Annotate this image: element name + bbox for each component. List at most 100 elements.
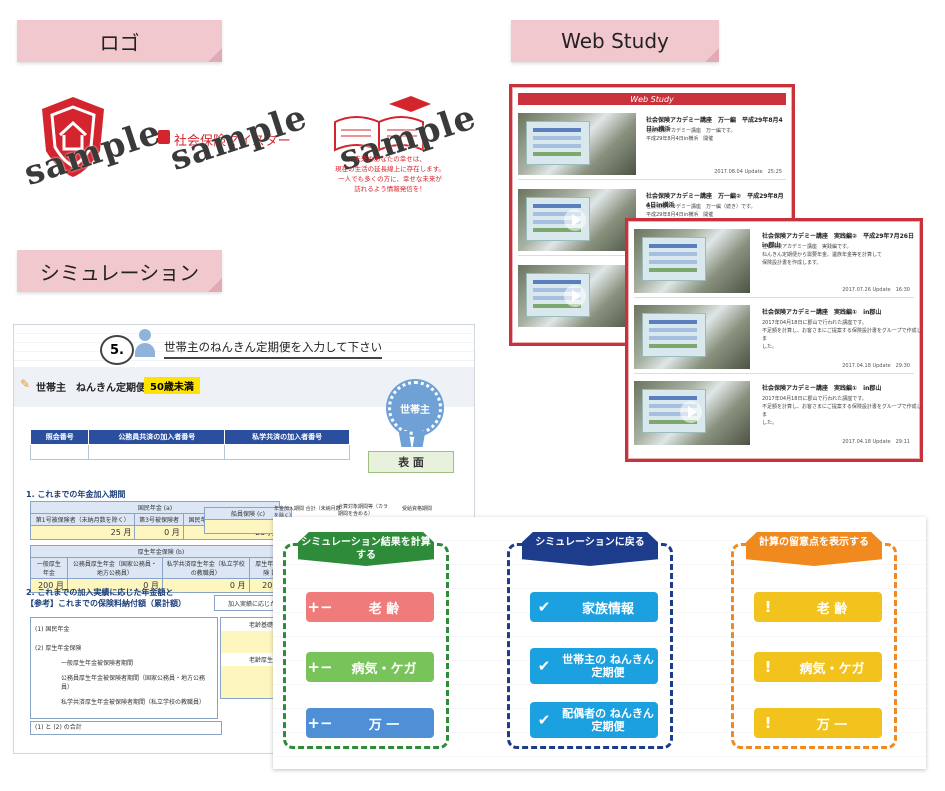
play-icon[interactable]	[564, 285, 586, 307]
video-thumbnail[interactable]	[634, 381, 750, 445]
tab-simulation-label: シミュレーション	[39, 260, 200, 285]
notes-banner: 計算の留意点を表示する	[746, 532, 882, 566]
video-title: 社会保険アカデミー講座 実践編① in郡山	[762, 309, 882, 316]
logo-book: sample 未来のあなたの幸せは、 現在の生活の延長線上に存在します。 一人で…	[325, 92, 481, 202]
family-info-button[interactable]: ✔家族情報	[530, 592, 658, 622]
kosei-input[interactable]: 200 月	[30, 578, 68, 593]
shield-icon	[42, 97, 104, 177]
result-buttons-panel: シミュレーション結果を計算する +−老 齢 +−病気・ケガ +−万 一 シミュレ…	[273, 517, 926, 769]
notes-old-age-button[interactable]: !老 齢	[754, 592, 882, 622]
age-badge: 50歳未満	[144, 377, 200, 394]
calc-banner: シミュレーション結果を計算する	[298, 532, 434, 566]
tagline-line: 未来のあなたの幸せは、	[354, 155, 426, 163]
plus-minus-icon: +−	[307, 714, 333, 732]
ribbon-badge: 世帯主	[388, 381, 442, 435]
notes-illness-button[interactable]: !病気・ケガ	[754, 652, 882, 682]
video-thumbnail[interactable]	[518, 265, 636, 327]
tab-logo-label: ロゴ	[99, 30, 140, 55]
householder-pension-button[interactable]: ✔世帯主の ねんきん定期便	[530, 648, 658, 684]
section-1-title: 1. これまでの年金加入期間	[26, 490, 126, 499]
kosei-table: 厚生年金保険 (b) 一般厚生年金 公務員厚生年金（国家公務員・地方公務員） 私…	[30, 545, 293, 593]
pencil-icon: ✎	[20, 377, 31, 391]
result-row: 私学共済厚生年金被保険者期間（私立学校の教職員）	[61, 699, 206, 706]
kosei-col: 公務員厚生年金（国家公務員・地方公務員）	[66, 557, 163, 579]
play-icon[interactable]	[564, 209, 586, 231]
tab-simulation: シミュレーション	[17, 250, 222, 292]
plus-minus-icon: +−	[307, 658, 333, 676]
video-meta: 2017.07.26 Update 16:30	[842, 287, 910, 293]
section-2-title: 2. これまでの加入実績に応じた年金額と 【参考】これまでの保険料納付額（累計額…	[26, 588, 186, 608]
video-desc: 社会保険アカデミー講座 実践編です。ねんきん定期便から需要年金、遺族年金等を計算…	[762, 244, 882, 266]
list-item[interactable]: 社会保険アカデミー講座 実践編② 平成29年7月26日in郡山 社会保険アカデミ…	[634, 225, 914, 298]
tagline-line: 一人でも多くの方に、幸せな未来が	[338, 175, 442, 183]
logo-shield: sample	[19, 95, 166, 195]
list-item[interactable]: 社会保険アカデミー講座 万一編 平成29年8月4日in横浜 社会保険アカデミー講…	[518, 109, 786, 180]
np-col: 第3号被保険者	[134, 513, 184, 526]
tab-web-study: Web Study	[511, 20, 719, 62]
tagline-line: 訪れるよう情報発信を！	[354, 185, 426, 193]
id-input[interactable]	[224, 444, 350, 460]
page-title: 世帯主のねんきん定期便を入力して下さい	[164, 339, 383, 359]
web-study-header-label: Web Study	[630, 94, 674, 104]
np-input[interactable]: 0 月	[134, 525, 184, 540]
plus-minus-icon: +−	[307, 598, 333, 616]
play-icon[interactable]	[680, 401, 702, 423]
video-title: 社会保険アカデミー講座 万一編 平成29年8月4日in横浜	[646, 117, 783, 133]
kosei-header: 厚生年金保険 (b)	[30, 545, 292, 558]
seaman-input[interactable]: 0 月	[204, 519, 292, 534]
kosei-input[interactable]: 0 月	[66, 578, 163, 593]
list-item[interactable]	[518, 261, 786, 331]
check-icon: ✔	[537, 598, 551, 616]
video-meta: 2017.08.04 Update 25:25	[714, 169, 782, 175]
return-banner: シミュレーションに戻る	[522, 532, 658, 566]
video-desc: 社会保険アカデミー講座 万一編です。平成29年8月4日in横浜 開催	[646, 128, 736, 142]
result-table: (1) 国民年金 (2) 厚生年金保険 一般厚生年金被保険者期間 公務員厚生年金…	[30, 617, 218, 719]
logo-meister: 社会保険マイスター sample	[150, 97, 312, 179]
form-subtitle: 世帯主 ねんきん定期便	[36, 383, 146, 394]
notebook-header	[14, 325, 474, 367]
seaman-table: 船員保険 (c) 0 月	[204, 507, 292, 534]
calc-column: シミュレーション結果を計算する +−老 齢 +−病気・ケガ +−万 一	[283, 532, 449, 749]
kosei-input[interactable]: 0 月	[161, 578, 250, 593]
book-cap-icon	[334, 96, 431, 152]
id-header: 私学共済の加入者番号	[224, 429, 350, 445]
check-icon: ✔	[537, 656, 551, 675]
calc-old-age-button[interactable]: +−老 齢	[306, 592, 434, 622]
result-total: (1) と (2) の合計	[30, 721, 222, 735]
calc-death-button[interactable]: +−万 一	[306, 708, 434, 738]
id-input[interactable]	[29, 444, 90, 460]
total-label: 年金加入期間 合計（未納月数を除く）	[274, 506, 341, 519]
video-thumbnail[interactable]	[518, 113, 636, 175]
spouse-pension-button[interactable]: ✔配偶者の ねんきん定期便	[530, 702, 658, 738]
web-study-list-front: 社会保険アカデミー講座 実践編② 平成29年7月26日in郡山 社会保険アカデミ…	[625, 218, 923, 462]
ribbon-label: 世帯主	[400, 404, 430, 416]
list-item[interactable]: 社会保険アカデミー講座 万一編② 平成29年8月4日in横浜 社会保険アカデミー…	[518, 185, 786, 256]
return-column: シミュレーションに戻る ✔家族情報 ✔世帯主の ねんきん定期便 ✔配偶者の ねん…	[507, 532, 673, 749]
calc-illness-button[interactable]: +−病気・ケガ	[306, 652, 434, 682]
result-row: 一般厚生年金被保険者期間	[61, 660, 134, 667]
video-meta: 2017.04.18 Update 29:30	[842, 363, 910, 369]
person-icon	[134, 329, 156, 359]
step-number: 5.	[100, 335, 134, 365]
check-icon: ✔	[537, 710, 551, 729]
video-meta: 2017.04.18 Update 29:11	[842, 439, 910, 445]
tagline-line: 現在の生活の延長線上に存在します。	[335, 165, 445, 173]
result-row: 公務員厚生年金被保険者期間（国家公務員・地方公務員）	[61, 675, 206, 691]
reduce-label: 合算対象期間等（カラ期間を含める）	[338, 504, 389, 517]
meister-mark-icon	[158, 130, 170, 144]
notes-death-button[interactable]: !万 一	[754, 708, 882, 738]
id-input[interactable]	[88, 444, 226, 460]
list-item[interactable]: 社会保険アカデミー講座 実践編① in郡山 2017年04月18日に郡山で行われ…	[634, 377, 922, 449]
video-thumbnail[interactable]	[634, 229, 750, 293]
video-thumbnail[interactable]	[518, 189, 636, 251]
video-desc: 2017年04月18日に郡山で行われた講座です。不足額を計算し、お客さまにご提案…	[762, 396, 922, 426]
result-row: (2) 厚生年金保険	[35, 645, 82, 652]
video-thumbnail[interactable]	[634, 305, 750, 369]
result-row: (1) 国民年金	[35, 626, 70, 633]
kosei-col: 私学共済厚生年金（私立学校の教職員）	[161, 557, 250, 579]
id-header: 照会番号	[29, 429, 90, 445]
np-input[interactable]: 25 月	[29, 525, 136, 540]
list-item[interactable]: 社会保険アカデミー講座 実践編① in郡山 2017年04月18日に郡山で行われ…	[634, 301, 922, 374]
tab-web-study-label: Web Study	[561, 29, 669, 53]
exclamation-icon: !	[764, 714, 772, 732]
